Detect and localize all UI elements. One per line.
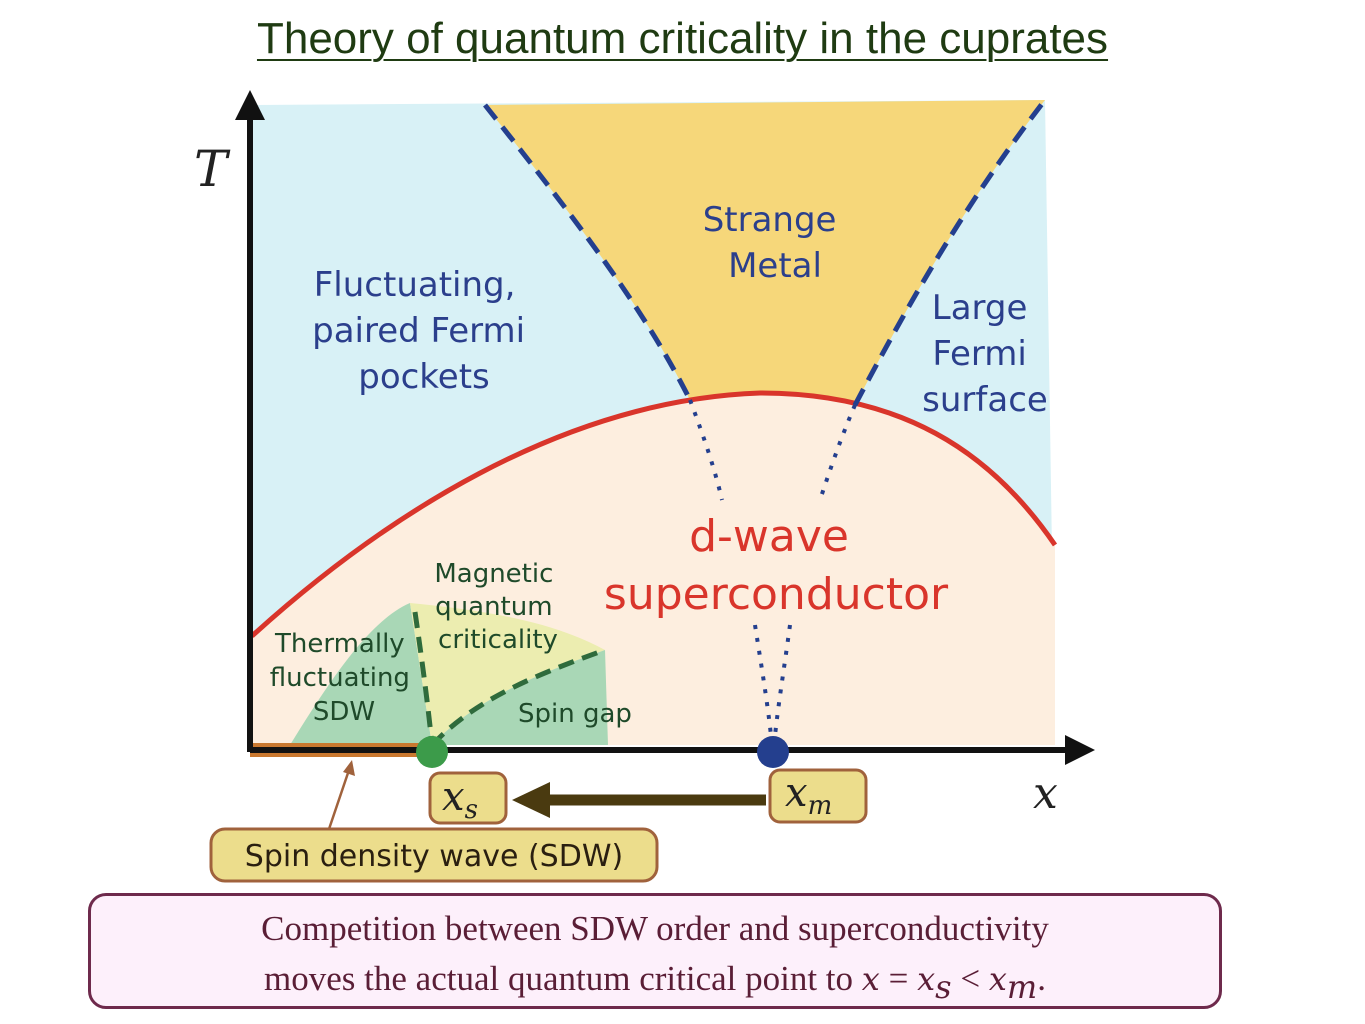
strange-metal-region	[485, 100, 1045, 405]
superconductor-label: d-wave superconductor	[604, 511, 949, 620]
sdw-label: Spin density wave (SDW)	[245, 839, 623, 874]
strange-metal-label: Strange Metal	[703, 200, 848, 286]
caption-eq-x: x	[861, 960, 880, 998]
caption-line-2: moves the actual quantum critical point …	[91, 954, 1219, 1012]
lower-left-dotted-line	[753, 624, 774, 746]
caption-eq-m: m	[1006, 968, 1038, 1006]
caption-box: Competition between SDW order and superc…	[88, 893, 1222, 1009]
fluctuating-label: Fluctuating, paired Fermi pockets	[312, 265, 536, 397]
right-dotted-line	[818, 404, 857, 501]
caption-eq-lt: <	[951, 959, 989, 998]
caption-line-2-prefix: moves the actual quantum critical point …	[264, 959, 862, 998]
thermal-label: Thermally fluctuating SDW	[270, 629, 418, 727]
x-axis-label: x	[1033, 768, 1058, 819]
sdw-label-box	[209, 827, 659, 883]
shift-arrow-head	[512, 782, 550, 818]
green-dashed-right	[430, 647, 606, 747]
right-crossover-line	[852, 98, 1047, 407]
slide-title: Theory of quantum criticality in the cup…	[256, 14, 1109, 63]
magnetic-label: Magnetic quantum criticality	[434, 559, 561, 655]
xs-label-box	[428, 771, 508, 825]
xm-point	[757, 736, 789, 768]
left-dotted-line	[688, 399, 724, 501]
sdw-pointer-line	[326, 769, 351, 833]
sdw-pointer-head	[343, 760, 355, 776]
caption-eq-s: s	[935, 968, 952, 1006]
xs-point	[416, 736, 448, 768]
y-axis-label: T	[194, 140, 231, 198]
spin-gap-label: Spin gap	[518, 699, 632, 729]
caption-line-1: Competition between SDW order and superc…	[261, 909, 1049, 948]
spin-gap-region	[432, 650, 608, 745]
xm-label: xm	[785, 770, 832, 821]
magnetic-criticality-region	[410, 603, 605, 745]
xs-label: xs	[442, 774, 478, 825]
lower-right-dotted-line	[772, 624, 792, 746]
green-dashed-left	[412, 611, 435, 746]
caption-eq-xs: x	[917, 960, 936, 998]
xm-label-box	[768, 768, 868, 824]
thermal-sdw-region	[290, 603, 432, 745]
large-fermi-label: Large Fermi surface	[922, 288, 1048, 420]
left-crossover-line	[483, 103, 693, 402]
caption-eq-end: .	[1037, 959, 1046, 998]
dome-line	[250, 390, 1058, 638]
caption-eq-eq: =	[879, 959, 918, 998]
caption-eq-xm: x	[988, 960, 1007, 998]
